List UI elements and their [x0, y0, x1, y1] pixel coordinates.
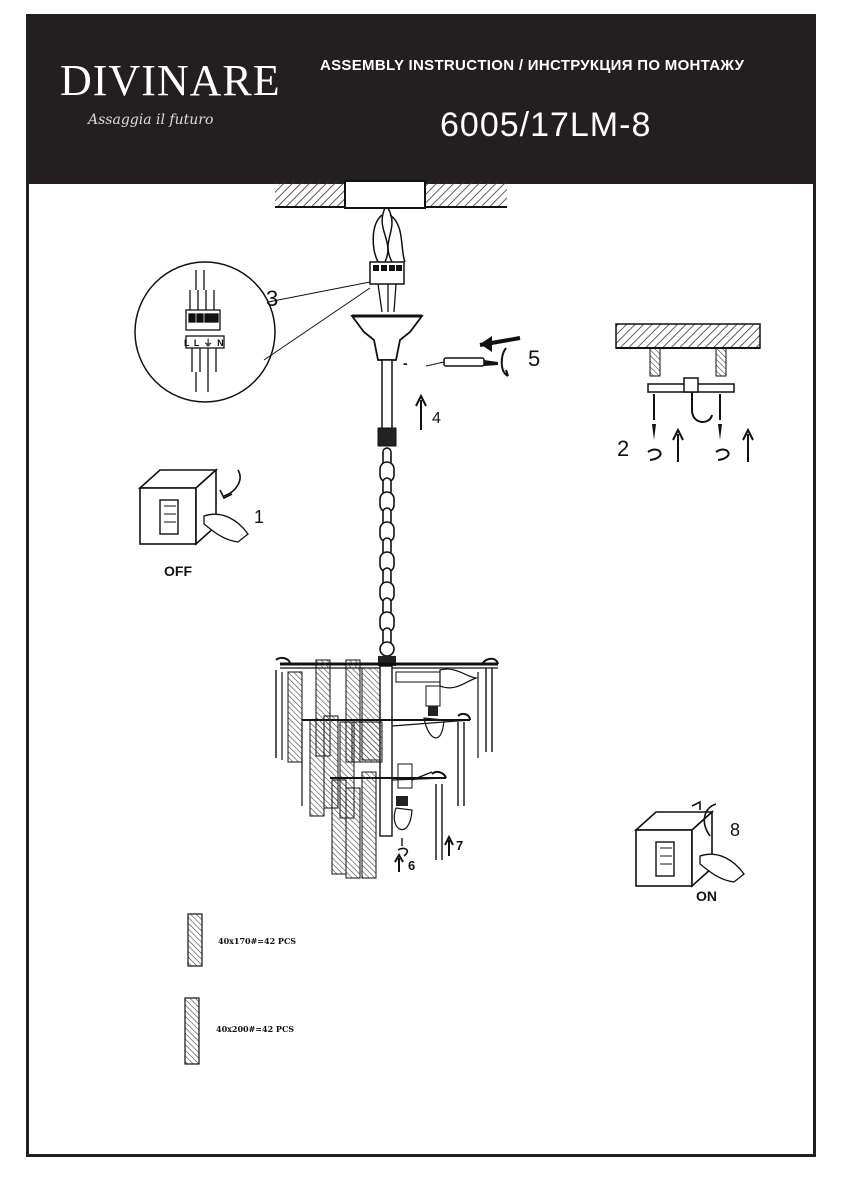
canopy	[350, 314, 424, 447]
step-8-label: 8	[730, 820, 741, 840]
ceiling	[275, 180, 507, 209]
step-5-label: 5	[528, 346, 541, 371]
switch-off-label: OFF	[164, 563, 192, 579]
brand-logo: DIVINARE	[60, 56, 281, 105]
arrow-up-icon-step4	[415, 393, 427, 430]
terminal-label: L L ⏚ N	[184, 338, 225, 348]
step-2-label: 2	[617, 436, 630, 461]
step-4-label: 4	[432, 410, 441, 427]
mounting-bracket	[615, 323, 761, 462]
step-1-label: 1	[254, 507, 265, 527]
chain	[379, 447, 395, 657]
switch-off-icon	[137, 468, 249, 546]
part-crystal-170	[187, 913, 203, 967]
document-title: ASSEMBLY INSTRUCTION / ИНСТРУКЦИЯ ПО МОН…	[320, 57, 745, 74]
part-spec-200: 40x200#=42 PCS	[216, 1024, 295, 1034]
part-crystal-200	[184, 997, 200, 1065]
part-spec-170: 40x170#=42 PCS	[218, 936, 297, 946]
switch-on-label: ON	[696, 888, 717, 904]
chandelier	[275, 656, 499, 879]
header-bar	[26, 14, 816, 184]
brand-tagline: Assaggia il futuro	[88, 112, 214, 128]
arrow-up-icon-step6	[394, 852, 404, 872]
wire-minus-mark: -	[403, 355, 408, 371]
model-number: 6005/17LM-8	[440, 106, 652, 144]
terminal-block	[369, 261, 405, 313]
step-6-label: 6	[408, 858, 416, 873]
step-7-label: 7	[456, 838, 464, 853]
wiring-detail-callout	[134, 261, 371, 403]
screwdriver-icon	[425, 336, 521, 377]
switch-on-icon	[633, 800, 745, 888]
supply-wires	[372, 207, 406, 263]
arrow-up-icon-step7	[444, 834, 454, 856]
step-3-label: 3	[266, 286, 279, 311]
